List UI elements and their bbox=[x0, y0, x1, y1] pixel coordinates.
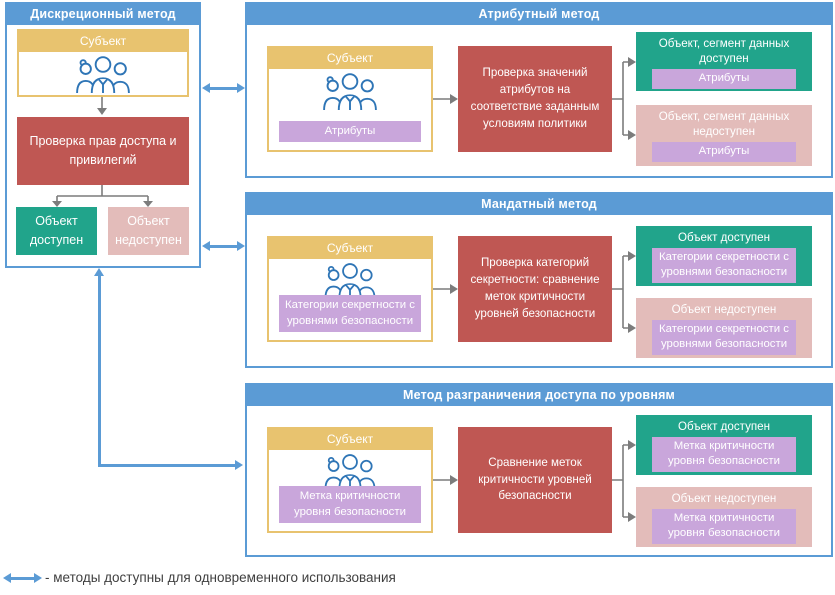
panel-levels: Метод разграничения доступа по уровням С… bbox=[245, 383, 833, 557]
panel-mandatory: Мандатный метод Субъект Категории секрет… bbox=[245, 192, 833, 368]
process-box: Проверка прав доступа и привилегий bbox=[17, 117, 189, 185]
object-denied-title: Объект недоступен bbox=[671, 492, 777, 505]
subject-title: Субъект bbox=[269, 429, 431, 450]
object-denied-box: Объект недоступен Категории секретности … bbox=[636, 298, 812, 358]
panel-discretionary-title: Дискреционный метод bbox=[7, 4, 199, 25]
subject-box: Субъект Категории секретности с уровнями… bbox=[267, 236, 433, 342]
legend-double-arrow-icon bbox=[3, 573, 42, 583]
process-box: Проверка значений атрибутов на соответст… bbox=[458, 46, 612, 152]
subject-title: Субъект bbox=[269, 238, 431, 259]
process-box: Проверка категорий секретности: сравнени… bbox=[458, 236, 612, 342]
legend-label: - методы доступны для одновременного исп… bbox=[45, 570, 396, 585]
people-icon bbox=[269, 262, 431, 298]
people-icon bbox=[269, 453, 431, 489]
object-denied-attr-chip: Атрибуты bbox=[652, 142, 796, 162]
panel-attribute-title: Атрибутный метод bbox=[247, 4, 831, 25]
object-denied-title: Объект, сегмент данных недоступен bbox=[658, 110, 790, 139]
people-icon bbox=[19, 55, 187, 93]
people-icon bbox=[269, 72, 431, 110]
object-allowed-box: Объект доступен Категории секретности с … bbox=[636, 226, 812, 286]
object-denied-attr-chip: Категории секретности с уровнями безопас… bbox=[652, 320, 796, 355]
object-allowed-box: Объект доступен Метка критичности уровня… bbox=[636, 415, 812, 475]
process-box: Сравнение меток критичности уровней безо… bbox=[458, 427, 612, 533]
panel-levels-title: Метод разграничения доступа по уровням bbox=[247, 385, 831, 406]
object-allowed-title: Объект доступен bbox=[677, 420, 771, 433]
object-allowed-box: Объект доступен bbox=[16, 207, 97, 255]
object-denied-box: Объект, сегмент данных недоступен Атрибу… bbox=[636, 105, 812, 166]
object-denied-box: Объект недоступен Метка критичности уров… bbox=[636, 487, 812, 547]
object-allowed-title: Объект доступен bbox=[677, 231, 771, 244]
connector-discretionary-mandatory bbox=[202, 241, 245, 251]
subject-box: Субъект Метка критичности уровня безопас… bbox=[267, 427, 433, 533]
object-allowed-attr-chip: Атрибуты bbox=[652, 69, 796, 89]
subject-attr-chip: Атрибуты bbox=[279, 120, 421, 142]
subject-title: Субъект bbox=[19, 31, 187, 52]
panel-mandatory-title: Мандатный метод bbox=[247, 194, 831, 215]
object-denied-attr-chip: Метка критичности уровня безопасности bbox=[652, 509, 796, 544]
object-allowed-title: Объект, сегмент данных доступен bbox=[658, 37, 790, 66]
panel-attribute: Атрибутный метод Субъект Атрибуты Провер… bbox=[245, 2, 833, 178]
object-allowed-attr-chip: Категории секретности с уровнями безопас… bbox=[652, 248, 796, 283]
object-denied-box: Объект недоступен bbox=[108, 207, 189, 255]
object-allowed-box: Объект, сегмент данных доступен Атрибуты bbox=[636, 32, 812, 91]
subject-box: Субъект bbox=[17, 29, 189, 97]
subject-box: Субъект Атрибуты bbox=[267, 46, 433, 152]
subject-title: Субъект bbox=[269, 48, 431, 69]
connector-discretionary-attribute bbox=[202, 83, 245, 93]
subject-attr-chip: Метка критичности уровня безопасности bbox=[279, 486, 421, 523]
subject-attr-chip: Категории секретности с уровнями безопас… bbox=[279, 295, 421, 332]
panel-discretionary: Дискреционный метод Субъект Проверка пра… bbox=[5, 2, 201, 268]
object-allowed-attr-chip: Метка критичности уровня безопасности bbox=[652, 437, 796, 472]
object-denied-title: Объект недоступен bbox=[671, 303, 777, 316]
